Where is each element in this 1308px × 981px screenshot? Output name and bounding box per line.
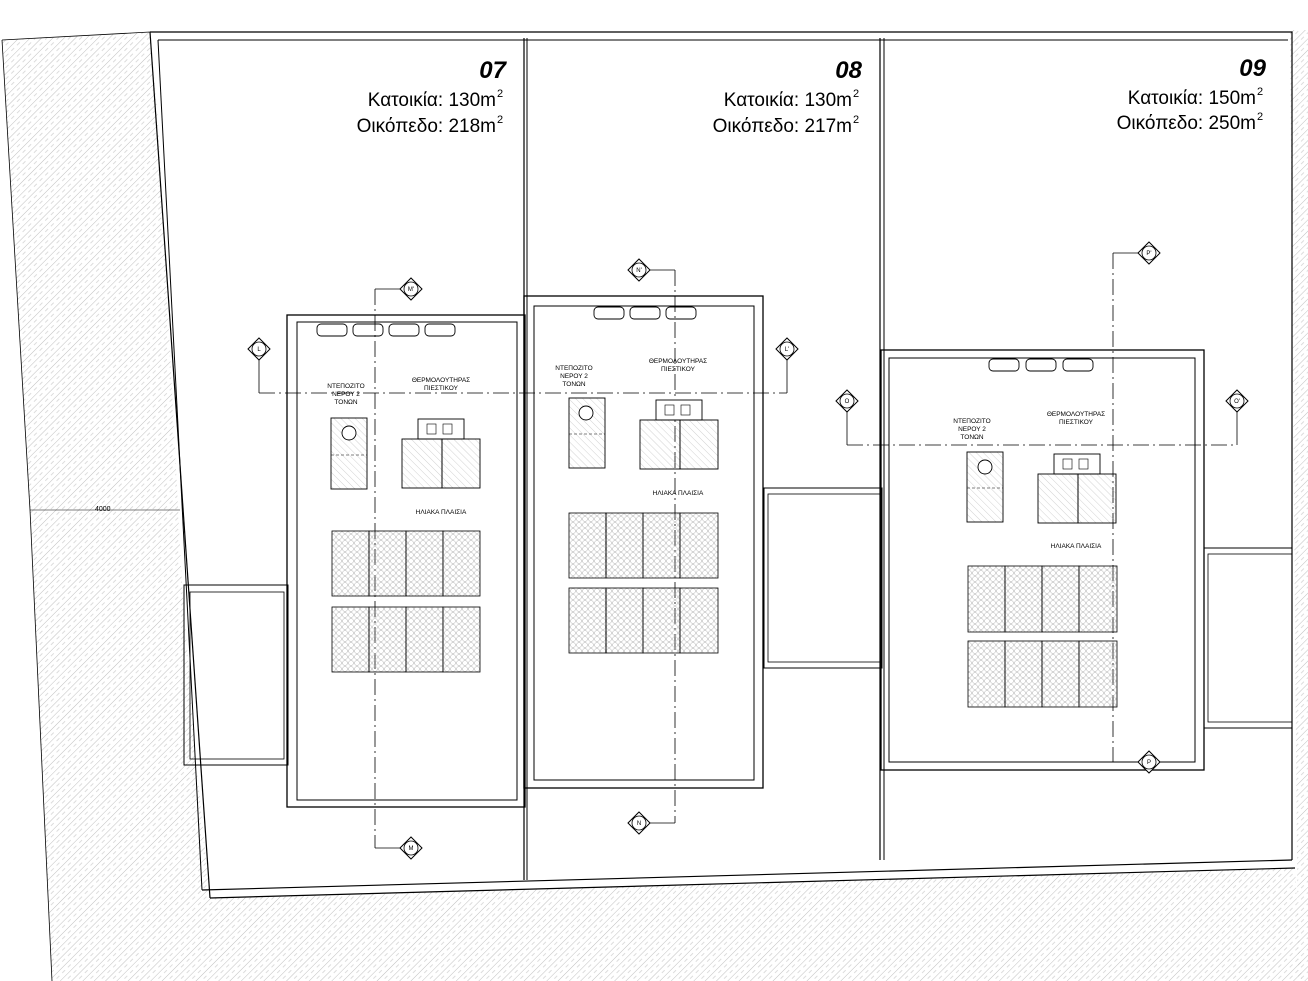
tank-label: ΝΤΕΠΟΖΙΤΟ xyxy=(327,383,364,390)
section-marker: L' xyxy=(775,337,799,393)
section-marker: M' xyxy=(399,277,423,301)
plot-area: Οικόπεδο: 217m xyxy=(713,116,852,137)
section-line-vertical xyxy=(374,288,400,849)
svg-text:P': P' xyxy=(1146,251,1151,257)
plot-number: 09 xyxy=(1239,55,1266,82)
section-marker: N xyxy=(627,811,651,835)
tank-label: ΝΤΕΠΟΖΙΤΟ xyxy=(555,365,592,372)
water-tank xyxy=(966,451,1004,523)
house-area-unit: 2 xyxy=(497,88,503,100)
house-roof-outline xyxy=(880,349,1205,771)
house-roof-outline xyxy=(523,295,764,789)
section-marker: L xyxy=(247,337,271,361)
svg-text:L': L' xyxy=(785,347,789,353)
svg-text:ΠΙΕΣΤΙΚΟΥ: ΠΙΕΣΤΙΚΟΥ xyxy=(661,366,696,373)
section-line-vertical xyxy=(650,269,676,824)
plot-number: 07 xyxy=(479,57,507,84)
solar-label: ΗΛΙΑΚΑ ΠΛΑΙΣΙΑ xyxy=(653,490,704,497)
house-area: Κατοικία: 130m xyxy=(368,90,496,111)
solar-label: ΗΛΙΑΚΑ ΠΛΑΙΣΙΑ xyxy=(416,509,467,516)
plot-07: 07 Κατοικία: 130m 2 Οικόπεδο: 218m 2 M' … xyxy=(247,57,787,860)
water-heater xyxy=(639,399,719,470)
section-marker: M xyxy=(399,836,423,860)
section-line-horizontal xyxy=(846,412,1238,446)
svg-text:O': O' xyxy=(1234,399,1240,405)
solar-panels xyxy=(967,565,1118,708)
svg-text:N: N xyxy=(637,821,641,827)
plot-08: 08 Κατοικία: 130m 2 Οικόπεδο: 217m 2 N' … xyxy=(523,57,863,835)
svg-text:N': N' xyxy=(636,268,641,274)
water-tank xyxy=(330,417,368,490)
section-marker: O xyxy=(835,389,859,413)
ac-units xyxy=(316,323,456,337)
section-marker: O' xyxy=(1225,389,1249,413)
plot-area: Οικόπεδο: 218m xyxy=(357,116,496,137)
section-marker: P' xyxy=(1137,241,1161,265)
svg-text:L: L xyxy=(257,347,261,353)
ac-units xyxy=(988,358,1094,372)
section-marker: P xyxy=(1137,750,1161,774)
svg-text:M': M' xyxy=(408,287,414,293)
tank-label: ΝΤΕΠΟΖΙΤΟ xyxy=(953,418,990,425)
water-tank xyxy=(568,397,606,469)
section-marker: N' xyxy=(627,258,651,282)
plot-09: 09 Κατοικία: 150m 2 Οικόπεδο: 250m 2 P' … xyxy=(835,55,1267,774)
dimension-label: 4000 xyxy=(95,506,111,513)
heater-label: ΘΕΡΜΟΛΟΥΤΗΡΑΣ xyxy=(1047,411,1105,418)
svg-text:P: P xyxy=(1147,760,1151,766)
heater-label: ΘΕΡΜΟΛΟΥΤΗΡΑΣ xyxy=(412,377,470,384)
section-line-horizontal xyxy=(258,360,787,394)
house-area-unit: 2 xyxy=(1257,86,1263,98)
solar-label: ΗΛΙΑΚΑ ΠΛΑΙΣΙΑ xyxy=(1051,543,1102,550)
svg-text:ΠΙΕΣΤΙΚΟΥ: ΠΙΕΣΤΙΚΟΥ xyxy=(1059,419,1094,426)
plot-area-unit: 2 xyxy=(1257,111,1263,123)
svg-text:ΠΙΕΣΤΙΚΟΥ: ΠΙΕΣΤΙΚΟΥ xyxy=(424,385,459,392)
svg-text:ΤΟΝΩΝ: ΤΟΝΩΝ xyxy=(334,399,357,406)
svg-text:M: M xyxy=(409,846,414,852)
sidewalk-hatch xyxy=(1,30,1308,981)
ac-units xyxy=(593,306,697,320)
svg-text:ΝΕΡΟΥ 2: ΝΕΡΟΥ 2 xyxy=(560,373,588,380)
svg-text:ΤΟΝΩΝ: ΤΟΝΩΝ xyxy=(960,434,983,441)
plot-area-unit: 2 xyxy=(853,114,859,126)
plot-area-unit: 2 xyxy=(497,114,503,126)
house-area: Κατοικία: 130m xyxy=(724,90,852,111)
house-area-unit: 2 xyxy=(853,88,859,100)
water-heater xyxy=(1037,453,1117,524)
plot-number: 08 xyxy=(835,57,862,84)
svg-text:ΝΕΡΟΥ 2: ΝΕΡΟΥ 2 xyxy=(958,426,986,433)
svg-text:ΤΟΝΩΝ: ΤΟΝΩΝ xyxy=(562,381,585,388)
heater-label: ΘΕΡΜΟΛΟΥΤΗΡΑΣ xyxy=(649,358,707,365)
solar-panels xyxy=(331,530,481,673)
svg-text:ΝΕΡΟΥ 2: ΝΕΡΟΥ 2 xyxy=(332,391,360,398)
house-roof-outline xyxy=(286,314,526,808)
house-area: Κατοικία: 150m xyxy=(1128,88,1256,109)
plot-area: Οικόπεδο: 250m xyxy=(1117,113,1256,134)
svg-text:O: O xyxy=(845,399,850,405)
water-heater xyxy=(401,418,481,489)
solar-panels xyxy=(568,512,719,654)
